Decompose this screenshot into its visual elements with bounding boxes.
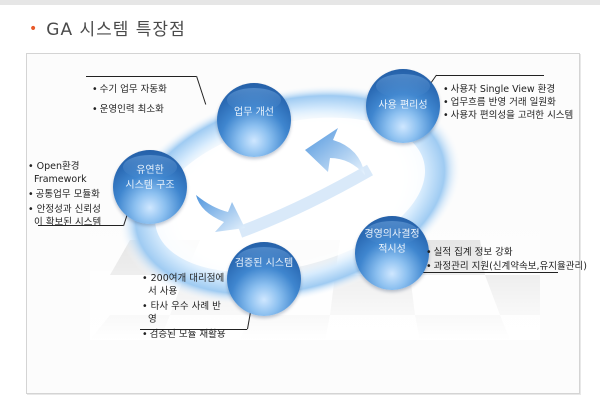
bullet-item: 과정관리 지원(신계약속보,유지율관리) (426, 260, 587, 273)
node-label: 업무 개선 (234, 106, 274, 118)
title-bullet: • (29, 21, 39, 37)
page-title: • GA 시스템 특장점 (29, 15, 186, 40)
bullet-item: • 200여개 대리점에 서 사용 (142, 273, 225, 297)
bullets-decision-timeliness: 실적 집계 정보 강화 과정관리 지원(신계약속보,유지율관리) (426, 246, 587, 273)
bullet-item: 업무흐름 반영 거래 일원화 (443, 96, 573, 109)
node-label-line2: 적시성 (378, 244, 406, 255)
node-label: 사용 편리성 (378, 99, 428, 111)
node-label-line1: 유연한 (136, 165, 164, 176)
bullet-item: 사용자 Single View 환경 (443, 83, 573, 96)
bullets-work-improvement: 수기 업무 자동화 운영인력 최소화 (92, 83, 167, 116)
bullet-item: • 타사 우수 사례 반 영 (142, 301, 221, 325)
bullet-item: 사용자 편의성을 고려한 시스템 (443, 109, 574, 122)
bullet-item: 공통업무 모듈화 (28, 188, 113, 201)
top-strip (0, 0, 600, 5)
bullet-item: 검증된 모듈 재활용 (142, 328, 242, 341)
title-text: GA 시스템 특장점 (46, 20, 186, 40)
connector-line (86, 76, 196, 77)
bullet-item: 운영인력 최소화 (92, 103, 167, 116)
bullet-item: 수기 업무 자동화 (92, 83, 167, 96)
bullet-item: • 안정성과 신뢰성 이 확보된 시스템 (28, 204, 102, 228)
bullet-item: • Open환경 Framework (28, 161, 87, 185)
node-label: 검증된 시스템 (234, 257, 294, 269)
node-verified-system: 검증된 시스템 (227, 242, 301, 316)
node-work-improvement: 업무 개선 (217, 83, 291, 157)
bullet-item: 실적 집계 정보 강화 (426, 246, 587, 259)
node-label-line2: 시스템 구조 (125, 180, 175, 191)
connector-line (436, 75, 544, 76)
node-usability: 사용 편리성 (366, 69, 440, 143)
bullets-flexible-structure: • Open환경 Framework 공통업무 모듈화 • 안정성과 신뢰성 이… (28, 160, 113, 229)
bullets-verified-system: • 200여개 대리점에 서 사용 • 타사 우수 사례 반 영 검증된 모듈 … (142, 272, 242, 341)
bullets-usability: 사용자 Single View 환경 업무흐름 반영 거래 일원화 사용자 편의… (443, 83, 574, 122)
connector-line (38, 225, 123, 226)
node-label-line1: 경영의사결정 (364, 229, 420, 240)
